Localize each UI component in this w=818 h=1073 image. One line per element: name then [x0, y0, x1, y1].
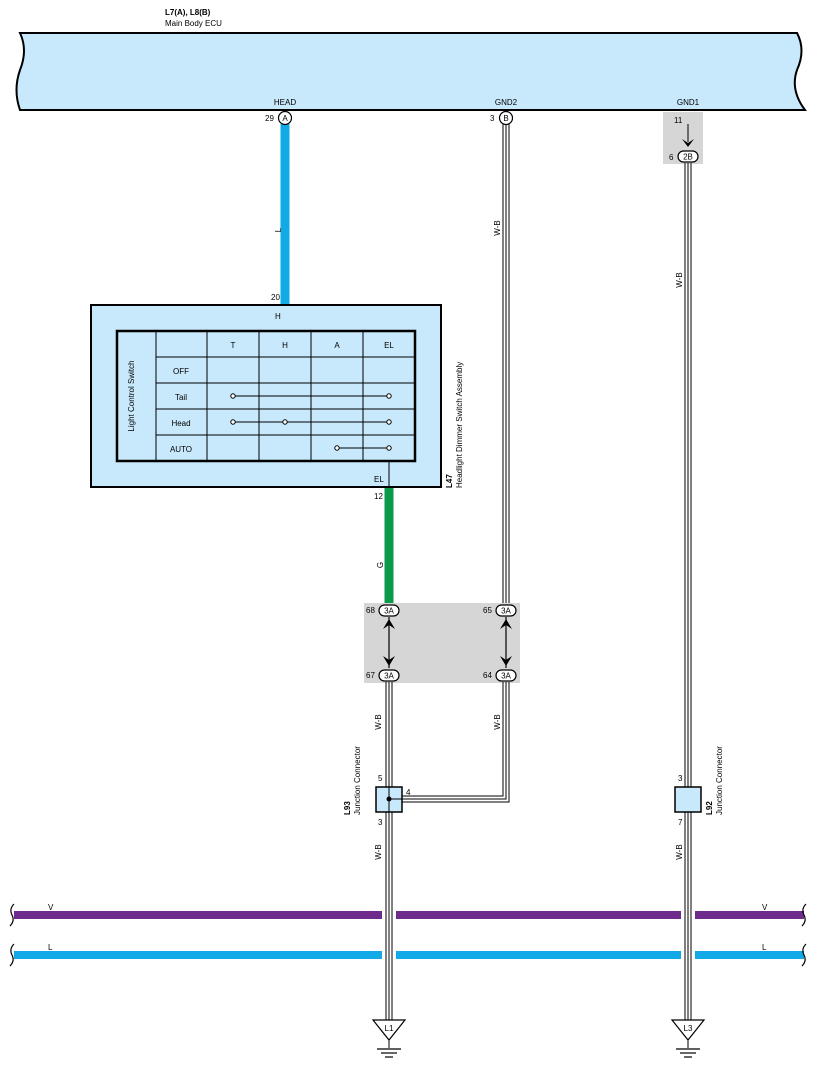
gnd1-arrow [682, 139, 694, 147]
l-bus-break-right [801, 943, 807, 967]
l93-splice-dot [386, 796, 392, 802]
switch-out-label: EL [374, 475, 384, 484]
continuity-head [230, 419, 392, 425]
l92-pin-bottom: 7 [678, 818, 683, 827]
l92-name: Junction Connector [715, 746, 724, 815]
ground-l1-label: L1 [385, 1024, 394, 1033]
ecu-pin-gnd1-label: GND1 [677, 98, 700, 107]
ground-l1-symbol [371, 1019, 407, 1058]
lower-left-wire-color: W-B [374, 714, 383, 729]
pin-3a-65-label: 3A [501, 607, 511, 616]
pin-head-circle [277, 110, 293, 126]
l93-pin-bottom: 3 [378, 818, 383, 827]
switch-in-pin: 20 [271, 293, 280, 302]
ecu-pin-gnd2-label: GND2 [495, 98, 518, 107]
ground-l3-symbol [670, 1019, 706, 1058]
pin-3a-67-oval [378, 669, 400, 682]
pin-3a-68: 68 [366, 606, 375, 615]
switch-out-pin: 12 [374, 492, 383, 501]
table-col-h: H [282, 341, 288, 350]
ground-l3-label: L3 [684, 1024, 693, 1033]
pin-3a-64-label: 3A [501, 672, 511, 681]
l92-pin-top: 3 [678, 774, 683, 783]
bottom-left-wire-color: W-B [374, 844, 383, 859]
l93-pin-top: 5 [378, 774, 383, 783]
table-col-t: T [231, 341, 236, 350]
pin-3a-64: 64 [483, 671, 492, 680]
pin-head-number: 29 [265, 114, 274, 123]
switch-name: Headlight Dimmer Switch Assembly [455, 362, 464, 488]
pin-gnd2-number: 3 [490, 114, 495, 123]
bottom-right-wire-color: W-B [675, 844, 684, 859]
l92-code: L92 [705, 801, 714, 815]
switch-code: L47 [445, 474, 454, 488]
lower-left-wire [385, 682, 393, 787]
head-wire-color: L [274, 227, 283, 232]
bottom-right-wire [684, 812, 692, 1020]
pin-gnd1-number: 11 [674, 116, 683, 125]
l93-name: Junction Connector [353, 746, 362, 815]
v-bus-break-right [801, 903, 807, 927]
switch-in-label: H [275, 312, 281, 321]
pin-3a-65-oval [495, 604, 517, 617]
switch-out-wire-color: G [376, 562, 385, 568]
ecu-subtitle: Main Body ECU [165, 19, 222, 28]
l93-code: L93 [343, 801, 352, 815]
v-bus-break-left [9, 903, 15, 927]
table-col-a: A [334, 341, 340, 350]
l-bus-label-left: L [48, 943, 53, 952]
pin-gnd2-circle [498, 110, 514, 126]
table-col-el: EL [384, 341, 394, 350]
table-row-auto: AUTO [170, 445, 192, 454]
connector-3a-right-arrows [500, 617, 512, 668]
pin-3a-68-label: 3A [384, 607, 394, 616]
lower-mid-wire [402, 682, 510, 803]
table-row-off: OFF [173, 367, 189, 376]
l93-pin-side: 4 [406, 788, 411, 797]
pin-3a-64-oval [495, 669, 517, 682]
pin-3a-65: 65 [483, 606, 492, 615]
pin-3a-67: 67 [366, 671, 375, 680]
bottom-left-wire [385, 812, 393, 1020]
pin-2b-label: 2B [683, 153, 693, 162]
l92-junction-box [674, 786, 702, 813]
table-row-head: Head [171, 419, 190, 428]
gnd1-wire [684, 163, 692, 788]
v-bus-label-left: V [48, 903, 54, 912]
gnd2-wire-color: W-B [493, 220, 502, 235]
lower-mid-wire-color: W-B [493, 714, 502, 729]
table-row-tail: Tail [175, 393, 187, 402]
continuity-tail [230, 393, 392, 399]
v-bus-label-right: V [762, 903, 768, 912]
pin-head-connector: A [282, 114, 288, 123]
connector-3a-left-arrows [383, 617, 395, 668]
continuity-auto [334, 445, 392, 451]
pin-3a-68-oval [378, 604, 400, 617]
switch-side-label: Light Control Switch [127, 360, 136, 431]
l-bus-label-right: L [762, 943, 767, 952]
pin-2b-number: 6 [669, 153, 674, 162]
ecu-title: L7(A), L8(B) [165, 8, 211, 17]
pin-2b-oval [677, 150, 699, 163]
gnd1-wire-color: W-B [675, 272, 684, 287]
ecu-pin-head-label: HEAD [274, 98, 296, 107]
pin-3a-67-label: 3A [384, 672, 394, 681]
l-bus-break-left [9, 943, 15, 967]
pin-gnd2-connector: B [503, 114, 508, 123]
gnd2-wire [502, 124, 510, 606]
ecu-body [15, 32, 807, 111]
